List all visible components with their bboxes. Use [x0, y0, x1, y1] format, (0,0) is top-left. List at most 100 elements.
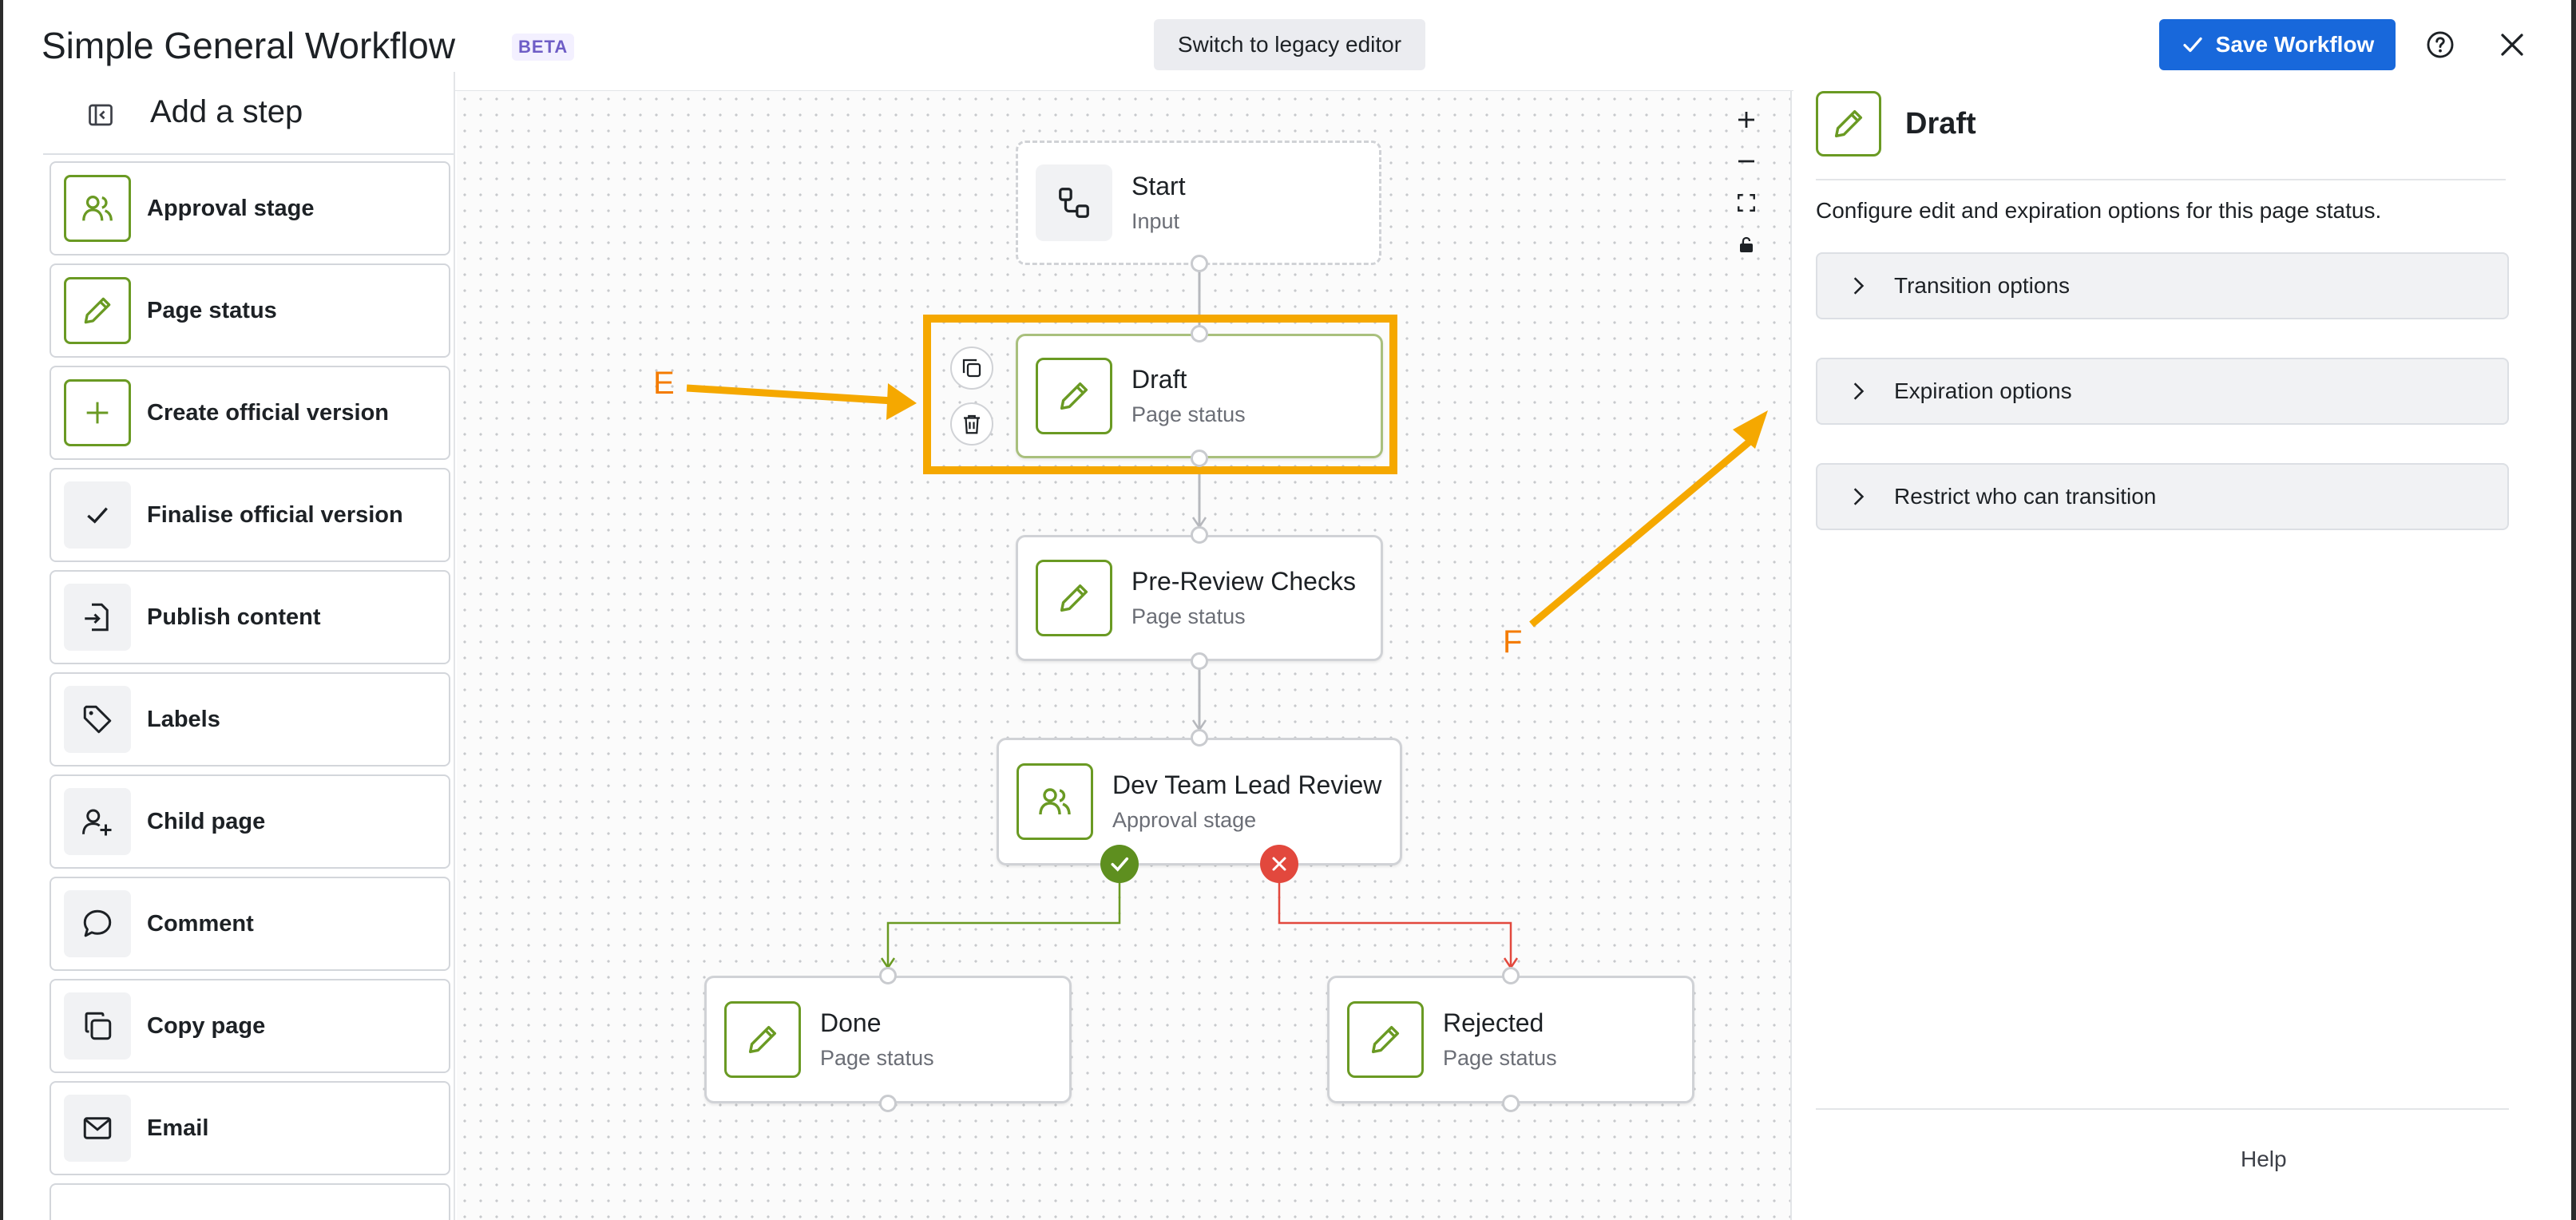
node-title: Draft	[1131, 365, 1187, 394]
copy-icon	[64, 992, 131, 1060]
collapse-panel-icon[interactable]	[86, 101, 115, 129]
workflow-title: Simple General Workflow	[42, 25, 456, 66]
step-create-official-version[interactable]: Create official version	[50, 366, 450, 460]
node-handle[interactable]	[879, 967, 897, 984]
node-handle[interactable]	[1191, 729, 1208, 747]
duplicate-node-icon[interactable]	[950, 347, 993, 390]
help-link[interactable]: Help	[2241, 1147, 2287, 1171]
mail-icon	[64, 1095, 131, 1162]
beta-badge: BETA	[512, 34, 575, 61]
publish-icon	[64, 584, 131, 651]
node-handle[interactable]	[1191, 526, 1208, 544]
node-subtitle: Page status	[1131, 604, 1246, 628]
approve-handle-icon[interactable]	[1100, 845, 1139, 883]
node-subtitle: Approval stage	[1112, 808, 1257, 832]
add-step-title: Add a step	[150, 94, 303, 129]
node-handle[interactable]	[1191, 255, 1208, 272]
pencil-icon	[1036, 560, 1112, 636]
switch-legacy-editor-button[interactable]: Switch to legacy editor	[1154, 19, 1425, 70]
node-handle[interactable]	[1191, 325, 1208, 343]
step-label: Approval stage	[147, 195, 315, 221]
lock-icon[interactable]	[1723, 224, 1770, 265]
step-email[interactable]: Email	[50, 1081, 450, 1175]
plus-icon	[64, 379, 131, 446]
step-config-panel: Draft Configure edit and expiration opti…	[1793, 72, 2571, 1220]
step-comment[interactable]: Comment	[50, 877, 450, 971]
reject-handle-icon[interactable]	[1260, 845, 1298, 883]
node-title: Rejected	[1443, 1008, 1544, 1037]
config-description: Configure edit and expiration options fo…	[1816, 198, 2382, 223]
transition-options-section[interactable]: Transition options	[1816, 252, 2509, 319]
users-icon	[1017, 763, 1093, 840]
chevron-right-icon	[1846, 274, 1870, 298]
node-subtitle: Page status	[1443, 1046, 1557, 1070]
add-step-header: Add a step	[43, 72, 454, 155]
zoom-out-icon[interactable]	[1723, 141, 1770, 182]
restrict-transition-section[interactable]: Restrict who can transition	[1816, 463, 2509, 530]
check-icon	[64, 481, 131, 549]
tag-icon	[64, 686, 131, 753]
step-label: Email	[147, 1115, 209, 1141]
chevron-right-icon	[1846, 485, 1870, 509]
editor-header: Simple General Workflow BETA Switch to l…	[3, 0, 2571, 91]
section-label: Restrict who can transition	[1894, 484, 2157, 509]
node-subtitle: Page status	[1131, 402, 1246, 426]
pencil-icon	[1816, 91, 1881, 156]
node-handle[interactable]	[879, 1095, 897, 1112]
step-label: Child page	[147, 808, 266, 834]
pencil-icon	[724, 1001, 801, 1078]
workflow-icon	[1036, 164, 1112, 241]
save-workflow-button[interactable]: Save Workflow	[2159, 19, 2396, 70]
step-approval-stage[interactable]: Approval stage	[50, 161, 450, 255]
chevron-right-icon	[1846, 379, 1870, 403]
help-icon[interactable]	[2421, 26, 2459, 64]
pencil-icon	[1036, 358, 1112, 434]
config-title: Draft	[1905, 107, 1976, 141]
step-label: Page status	[147, 297, 277, 323]
step-labels[interactable]: Labels	[50, 672, 450, 766]
close-icon[interactable]	[2493, 26, 2531, 64]
add-step-panel: Add a step Approval stage Page status Cr…	[3, 72, 455, 1220]
node-title: Start	[1131, 172, 1186, 200]
annotation-highlight-box	[923, 315, 1397, 474]
step-copy-page[interactable]: Copy page	[50, 979, 450, 1073]
check-icon	[2183, 37, 2202, 53]
comment-icon	[64, 890, 131, 957]
node-title: Pre-Review Checks	[1131, 567, 1356, 596]
node-title: Dev Team Lead Review	[1112, 770, 1382, 799]
canvas-toolbar	[1723, 99, 1770, 281]
step-more[interactable]	[50, 1183, 450, 1220]
step-finalise-official-version[interactable]: Finalise official version	[50, 468, 450, 562]
node-subtitle: Input	[1131, 209, 1180, 233]
node-handle[interactable]	[1191, 450, 1208, 467]
section-label: Transition options	[1894, 273, 2070, 298]
config-footer-divider	[1816, 1108, 2509, 1110]
users-icon	[64, 175, 131, 242]
step-label: Finalise official version	[147, 501, 403, 528]
step-publish-content[interactable]: Publish content	[50, 570, 450, 664]
step-page-status[interactable]: Page status	[50, 263, 450, 358]
expiration-options-section[interactable]: Expiration options	[1816, 358, 2509, 425]
node-handle[interactable]	[1502, 1095, 1520, 1112]
delete-node-icon[interactable]	[950, 402, 993, 446]
workflow-edges	[686, 265, 1768, 970]
fit-view-icon[interactable]	[1723, 182, 1770, 224]
step-label: Publish content	[147, 604, 321, 630]
annotation-label-e: E	[653, 366, 675, 401]
section-label: Expiration options	[1894, 378, 2072, 403]
node-handle[interactable]	[1502, 967, 1520, 984]
workflow-editor-modal: Simple General Workflow BETA Switch to l…	[3, 0, 2571, 1220]
step-child-page[interactable]: Child page	[50, 774, 450, 869]
step-label: Create official version	[147, 399, 389, 426]
node-handle[interactable]	[1191, 652, 1208, 670]
step-label: Labels	[147, 706, 220, 732]
node-title: Done	[820, 1008, 882, 1037]
zoom-in-icon[interactable]	[1723, 99, 1770, 141]
